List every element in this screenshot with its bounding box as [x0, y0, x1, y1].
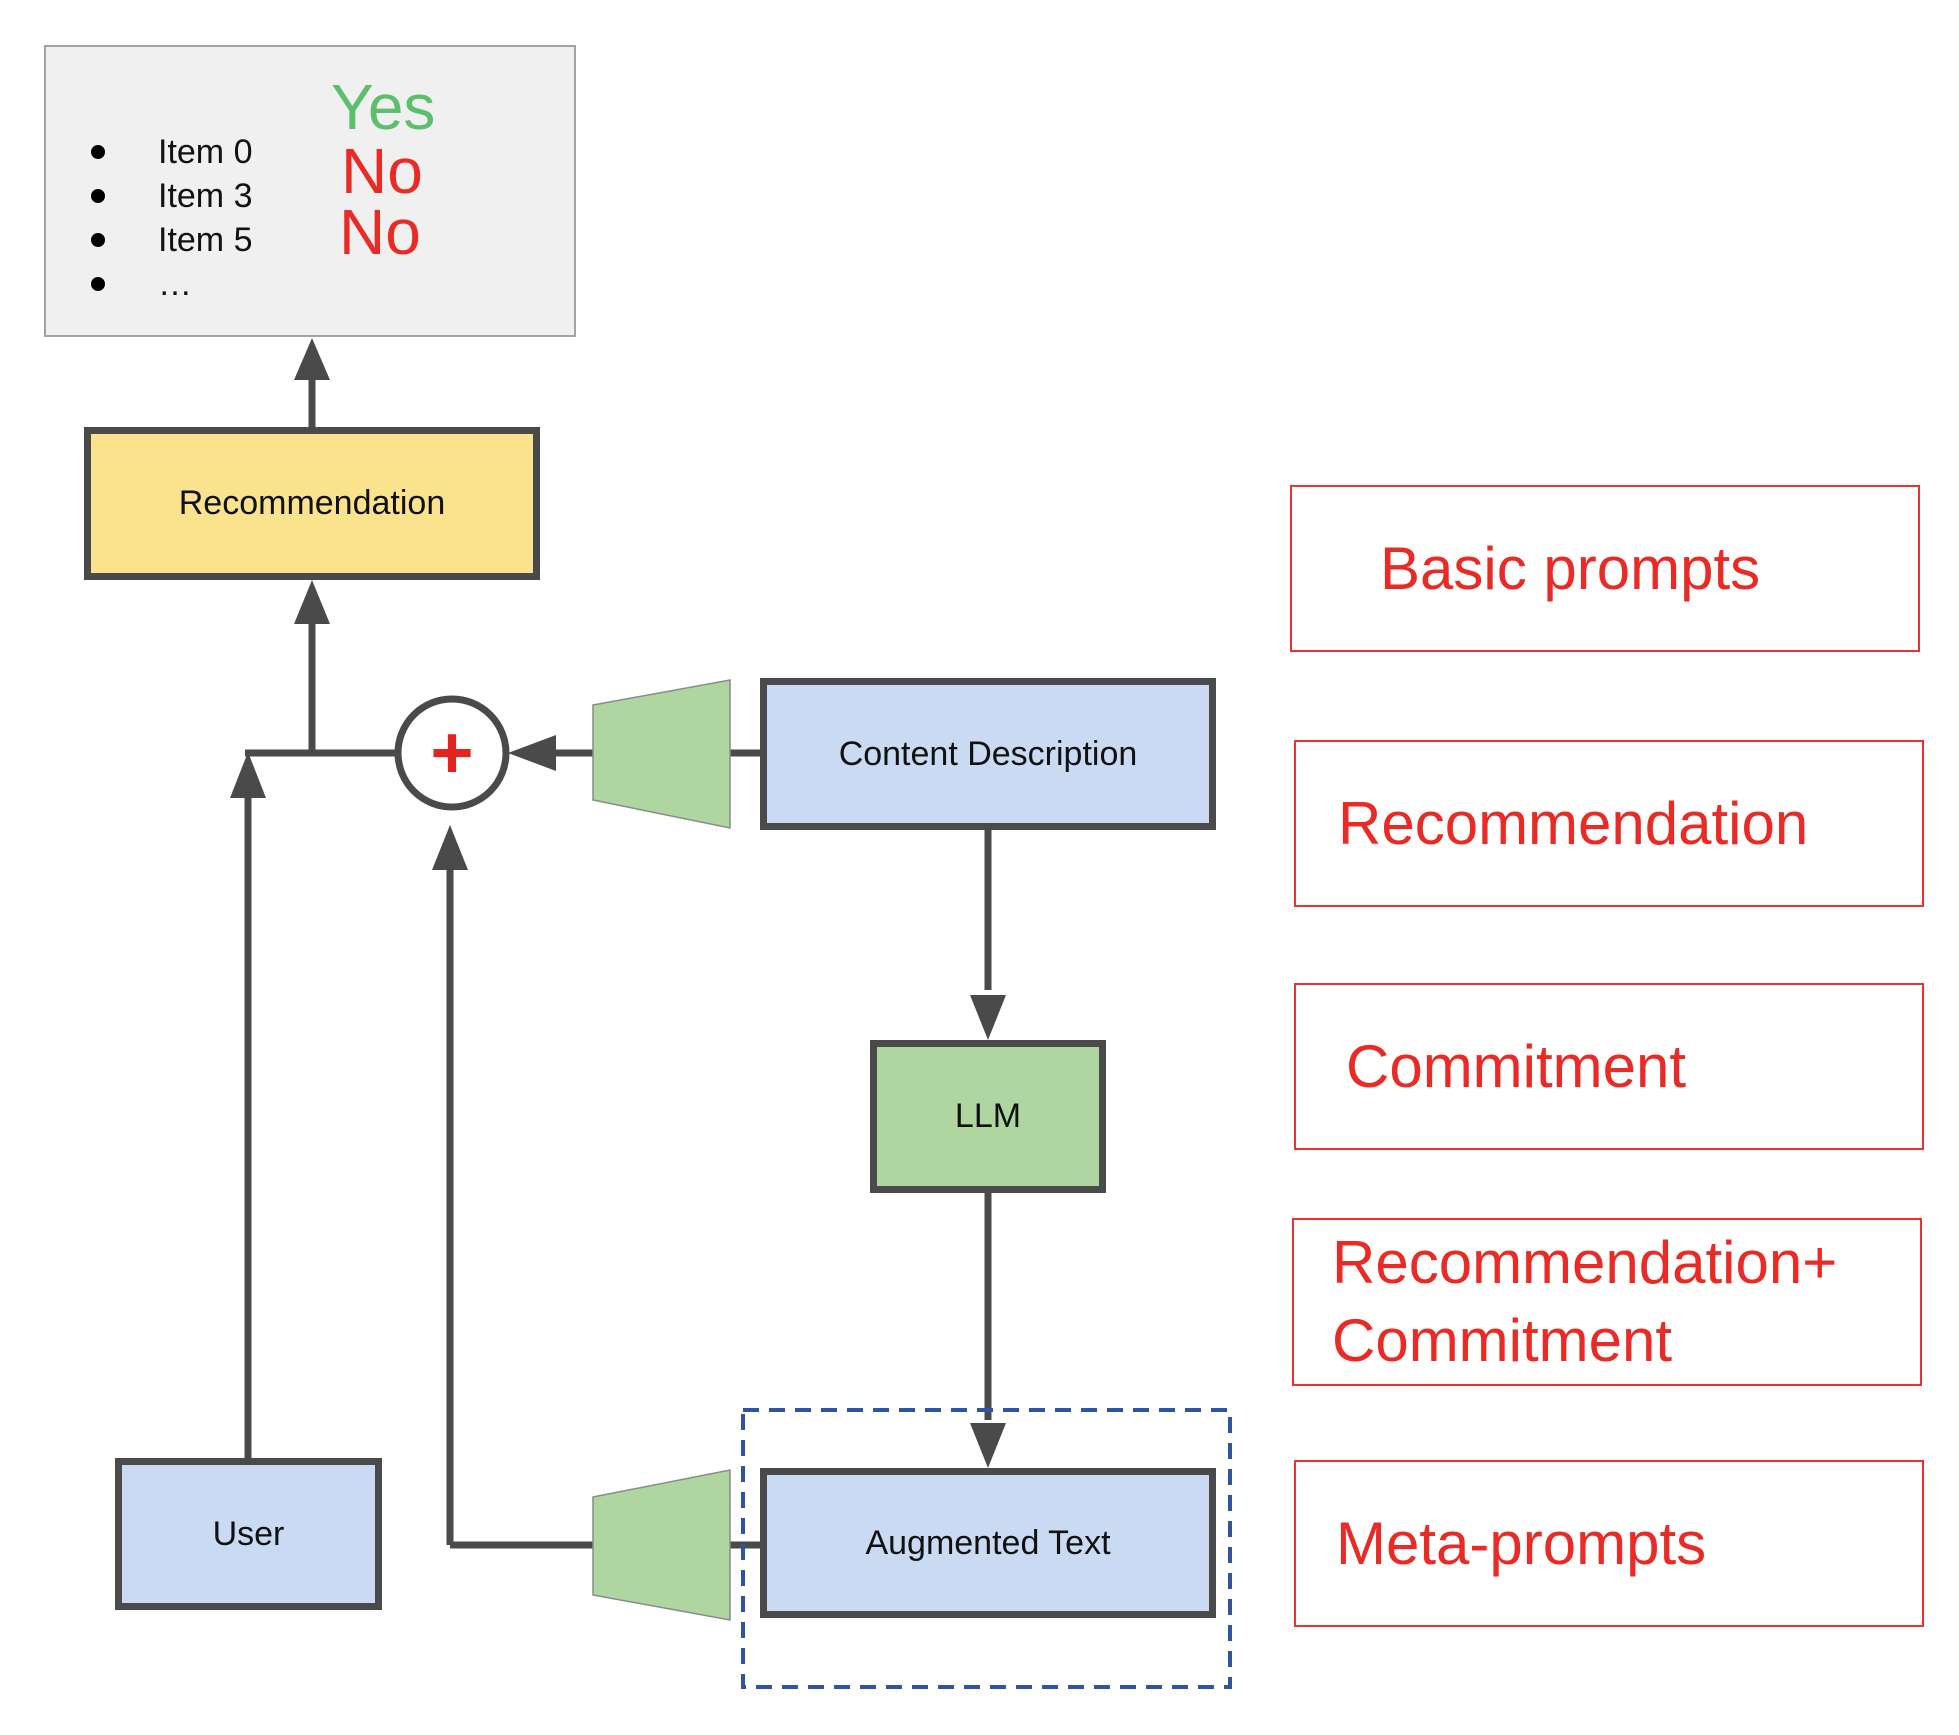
- sum-symbol: +: [430, 711, 474, 794]
- augmented-text-node: Augmented Text: [760, 1468, 1216, 1618]
- verdict-label: Yes: [331, 71, 436, 143]
- bullet-icon: [91, 189, 105, 203]
- arrowhead-up-output: [294, 338, 330, 380]
- arrowhead-up-user: [230, 752, 266, 798]
- arrowhead-left-encoder: [508, 735, 556, 771]
- prompt-type-label: Recommendation: [1338, 789, 1809, 857]
- item-label: …: [158, 265, 192, 303]
- prompt-type-recommendation-commitment: Recommendation+ Commitment: [1292, 1218, 1922, 1386]
- sum-node: [394, 695, 510, 811]
- arrowhead-down-augmented: [970, 1423, 1006, 1468]
- arrowhead-up-augmented: [432, 825, 468, 870]
- content-description-node: Content Description: [760, 678, 1216, 830]
- item-label: Item 0: [158, 133, 253, 171]
- prompt-type-commitment: Commitment: [1294, 983, 1924, 1150]
- bullet-icon: [91, 277, 105, 291]
- llm-node: LLM: [870, 1040, 1106, 1193]
- item-label: Item 5: [158, 221, 253, 259]
- prompt-type-basic: Basic prompts: [1290, 485, 1920, 652]
- meta-prompt-dashed-region: [741, 1408, 1232, 1689]
- recommendation-output-panel: Item 0 Item 3 Item 5 … Yes No No: [44, 45, 576, 337]
- prompt-type-label: Commitment: [1346, 1032, 1687, 1100]
- prompt-type-label: Meta-prompts: [1336, 1509, 1707, 1577]
- content-encoder-trapezoid: [592, 679, 731, 829]
- prompt-type-recommendation: Recommendation: [1294, 740, 1924, 907]
- bullet-icon: [91, 233, 105, 247]
- prompt-type-label: Recommendation+ Commitment: [1332, 1229, 1838, 1374]
- prompt-type-meta: Meta-prompts: [1294, 1460, 1924, 1627]
- verdict-label: No: [341, 135, 423, 207]
- bullet-icon: [91, 145, 105, 159]
- prompt-type-label: Basic prompts: [1380, 534, 1761, 602]
- user-node: User: [115, 1458, 382, 1610]
- augmented-encoder-trapezoid: [592, 1469, 731, 1621]
- arrowhead-up-recommendation: [294, 580, 330, 624]
- recommendation-node: Recommendation: [84, 427, 540, 580]
- item-label: Item 3: [158, 177, 253, 215]
- arrowhead-down-llm: [970, 995, 1006, 1040]
- verdict-label: No: [339, 196, 421, 268]
